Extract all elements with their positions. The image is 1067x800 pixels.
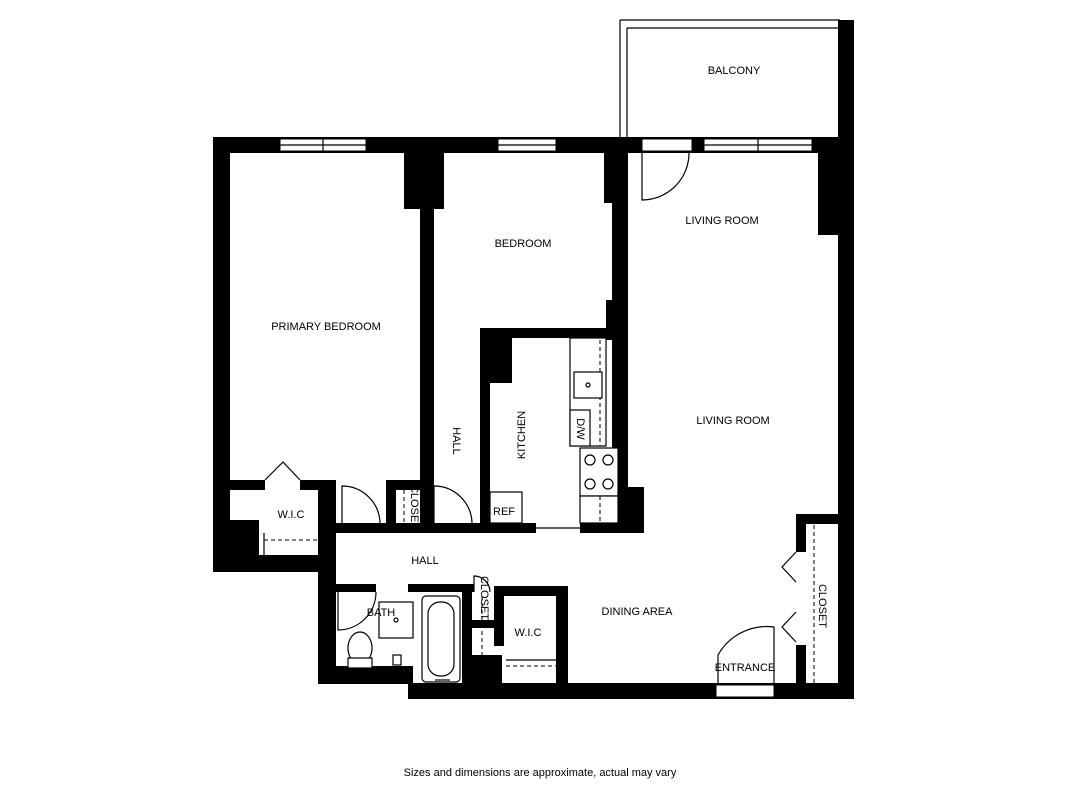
label-wic-right: W.I.C	[515, 627, 542, 639]
label-bath: BATH	[367, 607, 396, 619]
label-living-room: LIVING ROOM	[696, 415, 769, 427]
label-closet-entry: CLOSET	[816, 584, 828, 628]
label-entrance: ENTRANCE	[715, 662, 776, 674]
fixtures	[263, 337, 815, 683]
windows	[279, 138, 813, 152]
label-hall-vertical: HALL	[450, 427, 462, 455]
dishwasher	[569, 409, 591, 447]
label-dw: D/W	[574, 418, 586, 440]
label-primary-bedroom: PRIMARY BEDROOM	[271, 321, 381, 333]
label-closet-small: CLOSET	[408, 485, 420, 529]
balcony-outline	[619, 19, 854, 145]
label-ref: REF	[493, 506, 515, 518]
doors	[264, 152, 797, 698]
label-closet-bath: CLOSET	[478, 576, 490, 620]
label-balcony: BALCONY	[708, 65, 761, 77]
refrigerator	[489, 491, 523, 524]
label-living-room-top: LIVING ROOM	[685, 215, 758, 227]
room-labels: BALCONY LIVING ROOM LIVING ROOM BEDROOM …	[271, 65, 828, 674]
label-kitchen: KITCHEN	[516, 411, 528, 459]
label-dining-area: DINING AREA	[602, 606, 674, 618]
label-wic-left: W.I.C	[278, 509, 305, 521]
interior-walls	[230, 153, 838, 685]
label-hall: HALL	[411, 555, 439, 567]
disclaimer-note: Sizes and dimensions are approximate, ac…	[404, 767, 677, 779]
label-bedroom: BEDROOM	[495, 238, 552, 250]
stove-icon	[579, 447, 619, 497]
